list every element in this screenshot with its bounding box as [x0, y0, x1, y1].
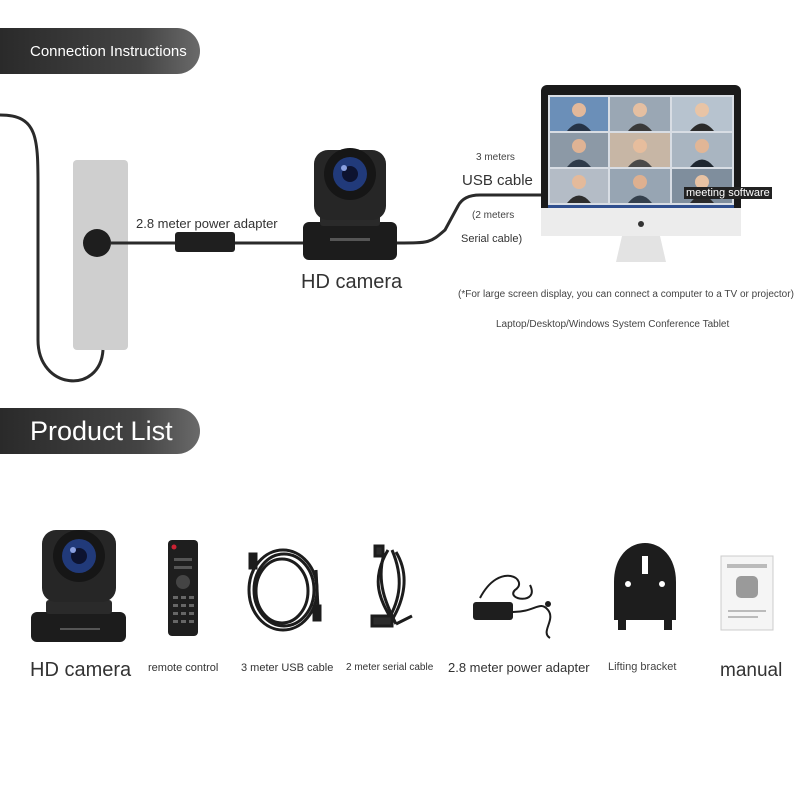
product-serial-cable-icon	[370, 544, 413, 628]
product-label-usb-cable: 3 meter USB cable	[241, 662, 334, 674]
connection-instructions-banner: Connection Instructions	[0, 28, 200, 74]
usb-length-label: 3 meters	[476, 152, 515, 163]
usb-cable-line	[396, 193, 545, 245]
product-ptz-camera-icon	[31, 530, 126, 642]
product-label-bracket: Lifting bracket	[608, 661, 677, 673]
serial-cable-label: Serial cable)	[461, 233, 523, 245]
usb-cable-label: USB cable	[462, 172, 533, 189]
power-adapter-label: 2.8 meter power adapter	[134, 216, 280, 231]
power-cord-loop	[0, 113, 105, 383]
large-screen-note: (*For large screen display, you can conn…	[458, 289, 794, 300]
product-list-title: Product List	[30, 415, 173, 446]
product-manual-icon	[720, 555, 774, 631]
product-label-manual: manual	[720, 660, 783, 681]
product-list-banner: Product List	[0, 408, 200, 454]
product-power-adapter-icon	[473, 574, 552, 639]
product-label-remote: remote control	[148, 662, 219, 674]
product-label-power-adapter: 2.8 meter power adapter	[448, 660, 590, 675]
product-images	[31, 530, 774, 642]
serial-length-label: (2 meters	[472, 210, 515, 221]
meeting-software-label: meeting software	[684, 187, 772, 199]
connection-diagram	[0, 85, 741, 383]
product-label-camera: HD camera	[30, 659, 132, 681]
power-adapter-brick-icon	[175, 232, 235, 252]
product-usb-cable-icon	[247, 548, 322, 632]
monitor-icon	[541, 85, 741, 262]
connection-instructions-title: Connection Instructions	[30, 42, 187, 60]
hd-camera-icon	[303, 148, 397, 260]
product-label-serial-cable: 2 meter serial cable	[346, 662, 434, 673]
product-remote-control-icon	[168, 540, 198, 636]
camera-label: HD camera	[301, 271, 403, 293]
power-plug-icon	[83, 229, 111, 257]
product-lifting-bracket-icon	[614, 543, 676, 630]
device-label: Laptop/Desktop/Windows System Conference…	[496, 319, 730, 330]
